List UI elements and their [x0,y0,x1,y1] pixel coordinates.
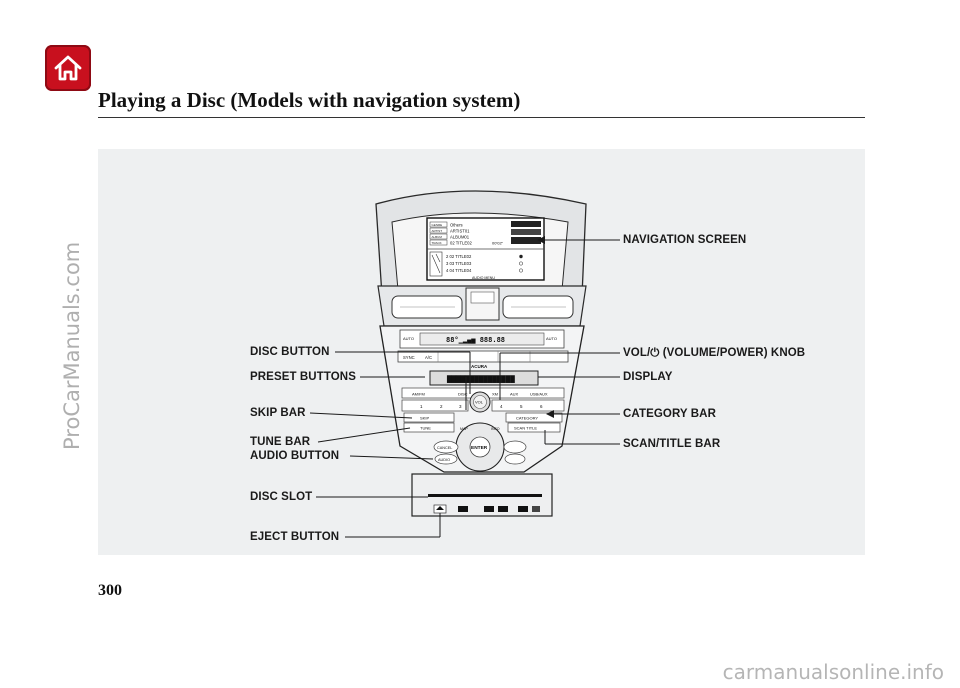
scan-title-bar[interactable]: SCAN TITLE [514,426,537,431]
callout-disc-button: DISC BUTTON [250,346,330,358]
screen-elapsed: 00'02" [492,241,504,246]
home-icon [54,55,82,81]
screen-tag: GENRE [432,223,443,227]
vol-label: VOL [475,400,484,405]
callout-category-bar: CATEGORY BAR [623,408,716,420]
brand-logo: ACURA [471,364,488,369]
preset-button[interactable]: 3 [459,404,462,409]
am-fm-button[interactable]: AM/FM [412,392,425,397]
audio-button[interactable]: AUDIO [438,458,450,462]
auto-right[interactable]: AUTO [546,336,557,341]
watermark-bottom: carmanualsonline.info [722,660,944,684]
screen-row: 02 TITLE02 [450,241,472,246]
screen-row: ALBUM01 [450,235,470,240]
sync-button[interactable]: SYNC [403,355,415,360]
category-bar[interactable]: CATEGORY [516,416,538,421]
screen-list-item: 4 04 TITLE04 [446,268,472,273]
tune-bar[interactable]: TUNE [420,426,431,431]
callout-tune-bar: TUNE BAR [250,436,311,448]
aux-button[interactable]: AUX [510,392,519,397]
audio-display [429,370,539,386]
preset-button[interactable]: 5 [520,404,523,409]
xm-button[interactable]: XM [492,392,498,397]
callout-scan-title-bar: SCAN/TITLE BAR [623,438,721,450]
callout-vol-knob: VOL/⏻ (VOLUME/POWER) KNOB [623,347,806,359]
callout-disc-slot: DISC SLOT [250,491,313,503]
map-button[interactable]: MAP [460,427,468,431]
disc-button[interactable]: DISC [458,392,468,397]
callout-navigation-screen: NAVIGATION SCREEN [623,234,747,246]
page-title: Playing a Disc (Models with navigation s… [98,88,521,112]
page-number: 300 [98,582,122,599]
screen-menu: AUDIO MENU [472,276,495,280]
callout-audio-button: AUDIO BUTTON [250,450,340,462]
callout-skip-bar: SKIP BAR [250,407,306,419]
info-button[interactable]: INFO [491,427,500,431]
screen-list-item: 2 02 TITLE02 [446,254,472,259]
ac-button[interactable]: A/C [425,355,432,360]
skip-bar[interactable]: SKIP [420,416,429,421]
callout-eject-button: EJECT BUTTON [250,531,340,543]
screen-tag: ALBUM [432,235,443,239]
usb-button[interactable]: USB/AUX [530,392,548,397]
preset-button[interactable]: 1 [420,404,423,409]
auto-left[interactable]: AUTO [403,336,414,341]
screen-list-item: 3 03 TITLE03 [446,261,472,266]
preset-button[interactable]: 4 [500,404,503,409]
callout-preset-buttons: PRESET BUTTONS [250,371,356,383]
home-button[interactable] [45,45,91,91]
disc-slot [428,494,542,497]
svg-text:▇▇▇▇▇▇▇▇▇▇▇▇▇▇▇: ▇▇▇▇▇▇▇▇▇▇▇▇▇▇▇ [446,374,515,383]
callout-display: DISPLAY [623,371,673,383]
svg-text:88°▁▂▄▅ 888.88: 88°▁▂▄▅ 888.88 [446,336,505,344]
preset-button[interactable]: 6 [540,404,543,409]
screen-row: Others [450,223,463,228]
screen-tag: TRACK [432,241,442,245]
screen-tag: ARTIST [432,229,443,233]
screen-row: ARTIST01 [450,229,470,234]
watermark-side: ProCarManuals.com [60,241,84,450]
preset-button[interactable]: 2 [440,404,443,409]
enter-button[interactable]: ENTER [471,445,488,451]
cancel-button[interactable]: CANCEL [437,446,452,450]
title-rule [98,117,865,118]
